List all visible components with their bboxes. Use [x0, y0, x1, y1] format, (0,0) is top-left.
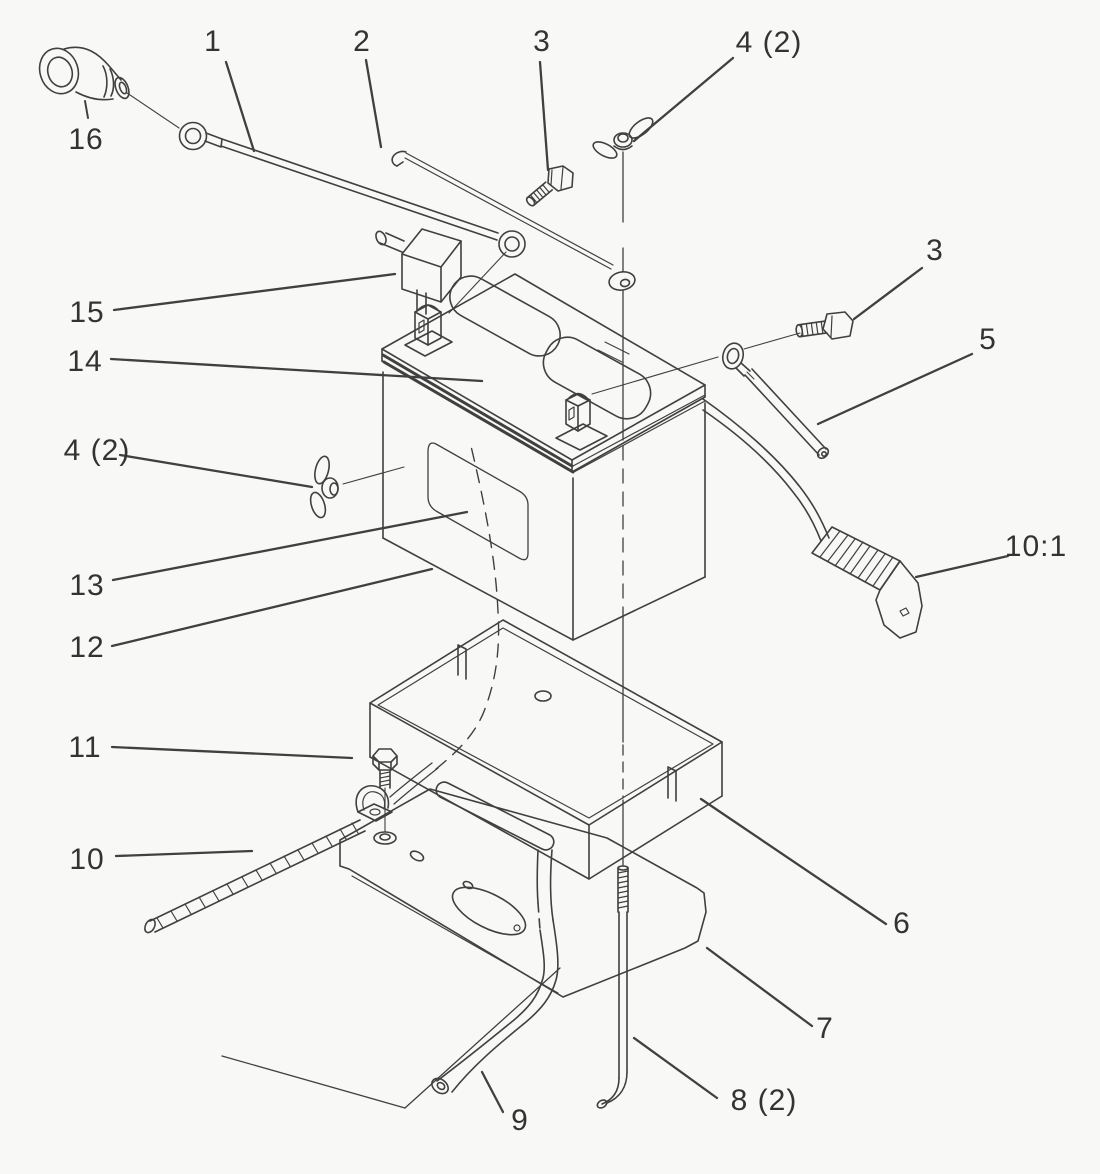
- heat-band-14: [381, 353, 575, 474]
- clamp-bolt-11: [372, 748, 398, 845]
- cable-rod-5: [721, 342, 830, 460]
- callout-16: 16: [68, 123, 104, 156]
- callout-5: 5: [979, 323, 997, 356]
- fuse-holder-15: [375, 228, 462, 315]
- callout-15: 15: [69, 296, 105, 329]
- wing-nut-4-left: [309, 455, 405, 519]
- callout-7: 7: [816, 1012, 834, 1045]
- hidden-cable-route: [435, 441, 500, 770]
- terminal-boot-16: [38, 46, 130, 101]
- battery-13: [381, 273, 801, 641]
- callout-12: 12: [69, 631, 105, 664]
- callout-10-1: 10:1: [1004, 530, 1068, 563]
- leader-lines: [84, 56, 1010, 1114]
- callout-1: 1: [204, 25, 222, 58]
- hex-bolt-3-top: [525, 165, 574, 207]
- ground-cable-2: [391, 150, 636, 291]
- callout-4-top: 4 (2): [735, 26, 803, 59]
- callout-6: 6: [893, 907, 911, 940]
- drain-tube-9: [431, 849, 559, 1095]
- j-bolt-8: [596, 865, 629, 1109]
- callout-14: 14: [67, 345, 103, 378]
- connector-cable: [702, 398, 830, 542]
- callout-10: 10: [69, 843, 105, 876]
- battery-terminal-right: [555, 392, 608, 451]
- wing-nut-4-top: [592, 117, 654, 159]
- callout-2: 2: [353, 25, 371, 58]
- lower-bracket-7: [339, 781, 707, 998]
- cable-clamp: [355, 785, 393, 822]
- callout-9: 9: [511, 1104, 529, 1137]
- callout-8: 8 (2): [730, 1084, 798, 1117]
- hex-bolt-3-right: [795, 311, 854, 340]
- callout-4-left: 4 (2): [63, 434, 131, 467]
- callout-13: 13: [69, 569, 105, 602]
- frame-reference-lines: [221, 967, 561, 1109]
- battery-tray-6: [369, 619, 723, 880]
- callout-3-top: 3: [533, 25, 551, 58]
- battery-terminal-left: [404, 304, 453, 357]
- wire-loom-10: [144, 762, 439, 934]
- connector-boot-10-1: [811, 526, 923, 639]
- callout-11: 11: [68, 731, 102, 764]
- battery-cable-1: [126, 92, 526, 314]
- callout-3-right: 3: [926, 234, 944, 267]
